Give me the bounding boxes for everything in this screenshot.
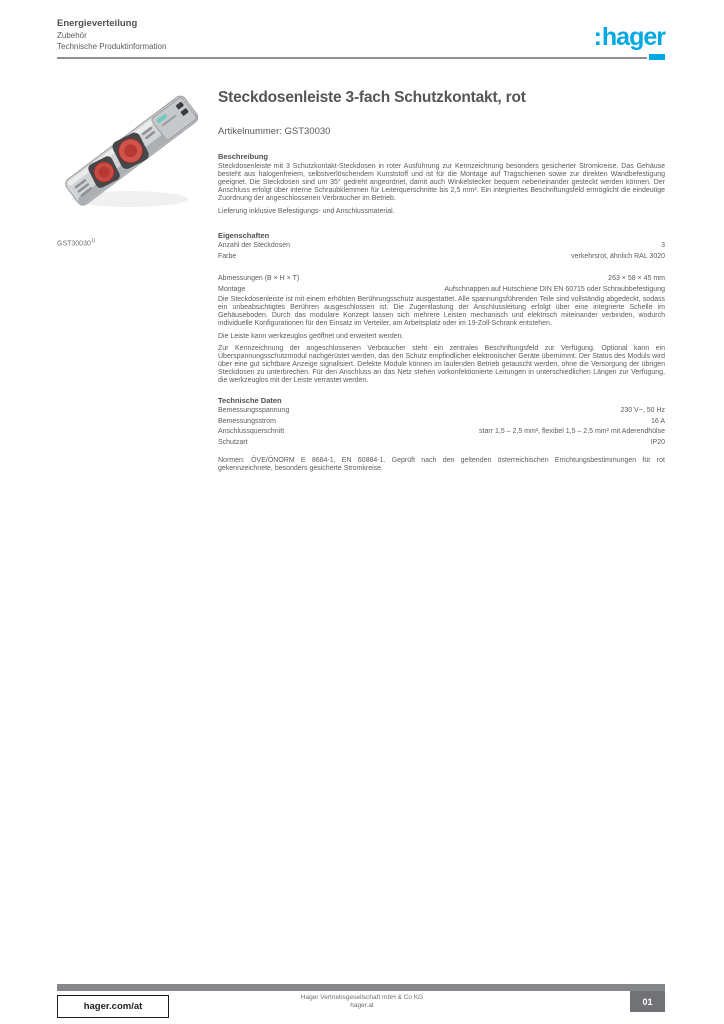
standards-paragraph: Normen: ÖVE/ÖNORM E 8684-1, EN 60884-1. …	[218, 457, 665, 472]
section-label-properties: Eigenschaften	[218, 231, 270, 240]
description-note: Lieferung inklusive Befestigungs- und An…	[218, 208, 395, 215]
spec-row: Schutzart IP20	[218, 439, 665, 448]
spec-value: 263 × 58 × 45 mm	[608, 275, 665, 282]
hager-logo-colon: :	[593, 23, 602, 51]
page-number-badge: 01	[630, 991, 665, 1012]
spec-row: Farbe verkehrsrot, ähnlich RAL 3020	[218, 253, 665, 262]
details-paragraph-1: Die Steckdosenleiste ist mit einem erhöh…	[218, 296, 665, 327]
details-rows: Abmessungen (B × H × T) 263 × 58 × 45 mm…	[218, 275, 665, 294]
product-subtitle: Artikelnummer: GST30030	[218, 126, 331, 137]
details-line: Die Leiste kann werkzeuglos geöffnet und…	[218, 333, 404, 340]
spec-label: Anzahl der Steckdosen	[218, 242, 290, 249]
footer-website-link[interactable]: hager.com/at	[83, 1001, 143, 1012]
header-text-block: Energieverteilung Zubehör Technische Pro…	[57, 18, 357, 52]
spec-label: Abmessungen (B × H × T)	[218, 275, 300, 282]
spec-value: starr 1,5 – 2,5 mm², flexibel 1,5 – 2,5 …	[479, 428, 665, 435]
spec-label: Bemessungsspannung	[218, 407, 290, 414]
spec-label: Anschlussquerschnitt	[218, 428, 285, 435]
spec-value: 16 A	[650, 417, 665, 425]
spec-row: Anzahl der Steckdosen 3	[218, 242, 665, 251]
footer-website-box[interactable]: hager.com/at	[57, 995, 169, 1018]
spec-row: Abmessungen (B × H × T) 263 × 58 × 45 mm	[218, 275, 665, 284]
hager-logo: :hager	[593, 23, 666, 51]
article-reference: GST300301)	[57, 238, 95, 247]
footer-company-site: hager.at	[350, 1002, 374, 1009]
spec-label: Montage	[218, 285, 246, 293]
article-reference-note: 1)	[90, 238, 96, 244]
header-rule	[57, 57, 647, 59]
technical-rows: Bemessungsspannung 230 V~, 50 Hz Bemessu…	[218, 407, 665, 447]
main-column: Steckdosenleiste 3-fach Schutzkontakt, r…	[218, 88, 665, 473]
spec-row: Bemessungsstrom 16 A	[218, 418, 665, 427]
product-title: Steckdosenleiste 3-fach Schutzkontakt, r…	[218, 89, 526, 106]
spec-value: verkehrsrot, ähnlich RAL 3020	[571, 252, 665, 260]
spec-value: 230 V~, 50 Hz	[620, 407, 665, 414]
section-label-description: Beschreibung	[218, 152, 269, 161]
spec-row: Anschlussquerschnitt starr 1,5 – 2,5 mm²…	[218, 428, 665, 437]
footer-company-block: Hager Vertriebsgesellschaft mbH & Co KG …	[217, 994, 507, 1010]
details-paragraph-2: Zur Kennzeichnung der angeschlossenen Ve…	[218, 345, 665, 384]
spec-label: Schutzart	[218, 438, 248, 446]
spec-row: Bemessungsspannung 230 V~, 50 Hz	[218, 407, 665, 416]
footer-rule	[57, 984, 665, 991]
spec-label: Farbe	[218, 252, 237, 260]
section-label-technical: Technische Daten	[218, 396, 282, 405]
page-number: 01	[642, 996, 653, 1007]
article-reference-code: GST30030	[57, 240, 91, 248]
socket-strip-illustration	[65, 95, 199, 207]
spec-label: Bemessungsstrom	[218, 417, 276, 425]
hager-logo-text: hager	[601, 23, 666, 51]
header-doc-type: Technische Produktinformation	[57, 42, 167, 51]
description-paragraph: Steckdosenleiste mit 3 Schutzkontakt-Ste…	[218, 163, 665, 202]
spec-row: Montage Aufschnappen auf Hutschiene DIN …	[218, 286, 665, 295]
product-photo	[50, 85, 215, 215]
properties-rows: Anzahl der Steckdosen 3 Farbe verkehrsro…	[218, 242, 665, 261]
spec-value: IP20	[650, 438, 665, 446]
header-category: Energieverteilung	[57, 18, 138, 29]
spec-value: Aufschnappen auf Hutschiene DIN EN 60715…	[444, 285, 665, 293]
header-subcategory: Zubehör	[57, 31, 87, 40]
header-rule-accent	[649, 54, 665, 60]
footer-company-name: Hager Vertriebsgesellschaft mbH & Co KG	[300, 994, 424, 1001]
spec-value: 3	[661, 242, 665, 249]
